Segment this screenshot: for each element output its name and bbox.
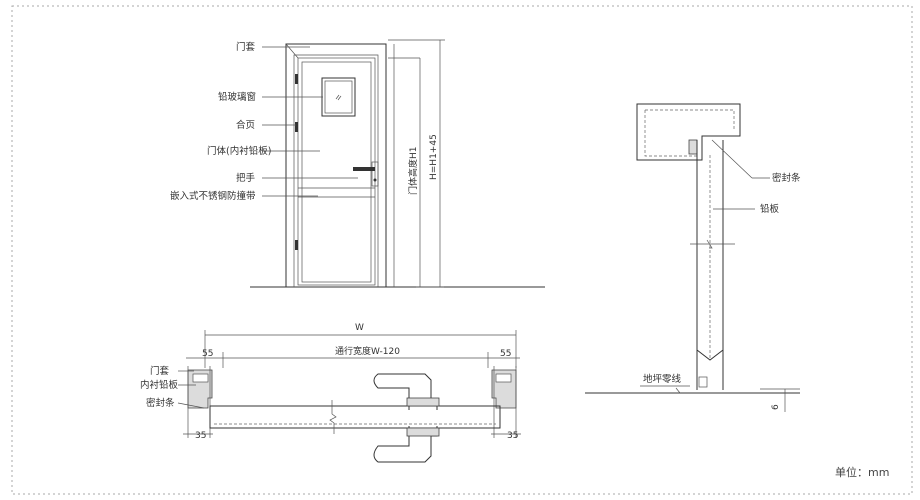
plan-view [177, 330, 521, 463]
label-hinge: 合页 [236, 119, 255, 131]
elevation-view [250, 39, 545, 288]
dim-left-35: 35 [195, 431, 206, 441]
label-lead-glass-window: 铅玻璃窗 [218, 91, 256, 103]
dim-left-55: 55 [202, 349, 213, 359]
label-seal-strip: 密封条 [772, 172, 801, 184]
label-plan-door-frame: 门套 [150, 365, 170, 377]
label-plan-inner-lead: 内衬铅板 [140, 379, 179, 391]
dim-right-35: 35 [507, 431, 518, 441]
section-view [585, 103, 800, 412]
label-total-height: H=H1+45 [429, 134, 439, 180]
unit-note: 单位：mm [835, 465, 889, 479]
label-handle: 把手 [236, 172, 256, 184]
label-anti-collision-strip: 嵌入式不锈钢防撞带 [170, 190, 256, 202]
label-plan-seal-strip: 密封条 [146, 397, 175, 409]
label-door-height: 门体高度H1 [407, 147, 419, 196]
label-lead-plate: 铅板 [760, 203, 780, 215]
label-floor-zero-line: 地坪零线 [643, 373, 682, 385]
dim-clear-width: 通行宽度W-120 [335, 345, 400, 357]
dim-width-w: W [355, 323, 364, 333]
drawing-border [11, 5, 913, 495]
label-door-body: 门体(内衬铅板) [207, 145, 271, 157]
dim-floor-gap: 6 [771, 404, 781, 410]
dim-right-55: 55 [500, 349, 511, 359]
label-door-frame: 门套 [236, 41, 256, 53]
